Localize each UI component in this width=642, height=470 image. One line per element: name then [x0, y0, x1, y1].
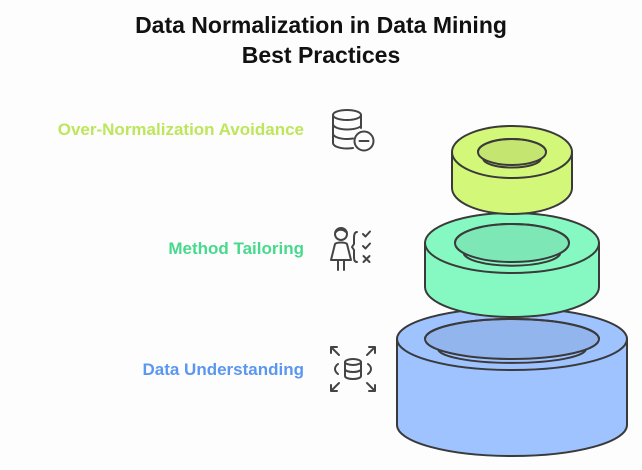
ring-data-understanding	[396, 307, 628, 457]
database-minus-icon	[332, 109, 375, 152]
ring-data-understanding-inner-rim	[424, 318, 600, 340]
ring-over-normalization-avoidance-inner-wall	[482, 158, 542, 169]
label-over-normalization-avoidance: Over-Normalization Avoidance	[57, 120, 304, 139]
ring-method-tailoring	[424, 212, 600, 318]
title-line-1: Data Normalization in Data Mining	[135, 12, 507, 38]
ring-method-tailoring-inner-wall	[462, 252, 562, 267]
ring-over-normalization-avoidance	[451, 125, 573, 215]
label-data-understanding: Data Understanding	[142, 360, 304, 379]
ring-data-understanding-side	[396, 338, 628, 457]
ring-over-normalization-avoidance-inner-rim	[477, 138, 547, 153]
title-line-2: Best Practices	[241, 42, 401, 68]
label-method-tailoring: Method Tailoring	[168, 239, 304, 258]
database-expand-icon	[330, 346, 376, 392]
person-checklist-icon	[330, 227, 371, 271]
ring-method-tailoring-inner-rim	[454, 223, 570, 244]
diagram-title: Data Normalization in Data Mining Best P…	[0, 10, 642, 70]
ring-data-understanding-inner-wall	[437, 348, 587, 364]
